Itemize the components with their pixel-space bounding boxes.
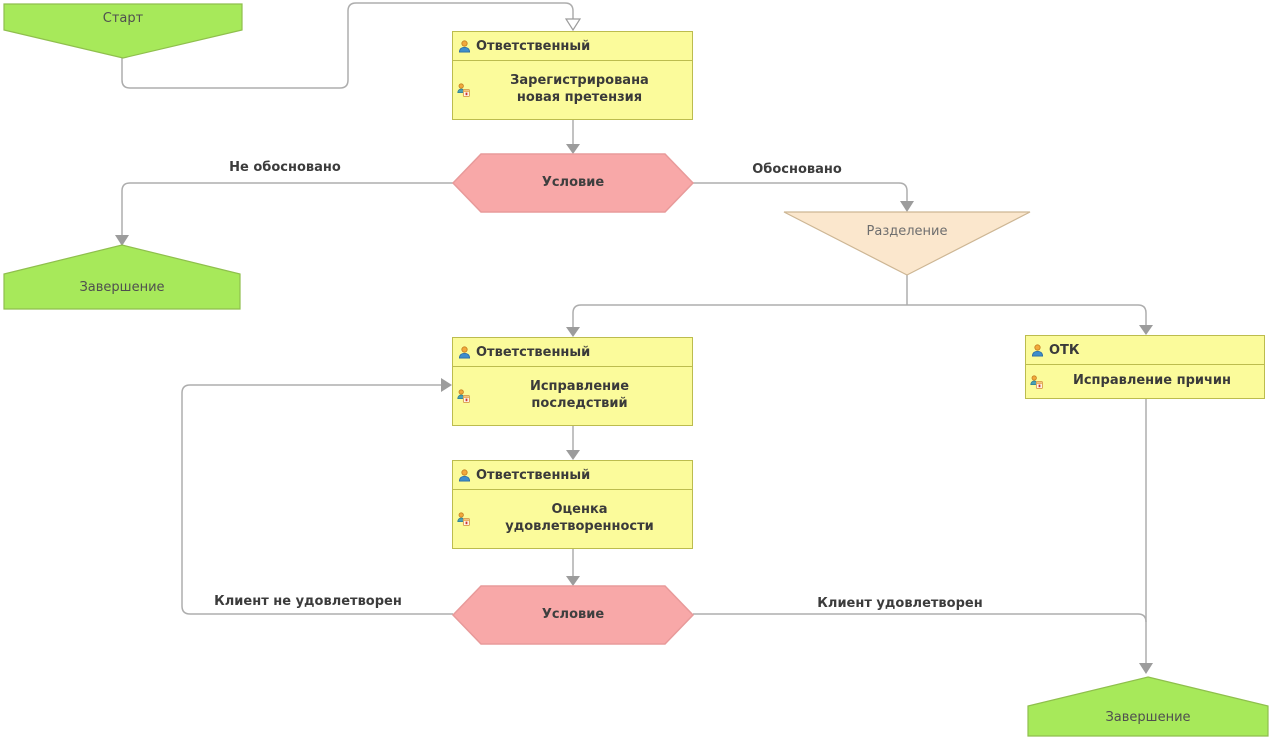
arrowhead [900, 201, 914, 212]
action-body: Оценка удовлетворенности [453, 490, 692, 548]
split-node[interactable] [783, 211, 1031, 276]
action-label: Исправление последствий [529, 379, 630, 411]
finish-node-right[interactable] [1027, 676, 1269, 737]
role-label: Ответственный [476, 344, 591, 360]
action-box-register[interactable]: Ответственный Зарегистрирована новая пре… [452, 31, 693, 120]
connector-condition2-loop-back [181, 384, 453, 615]
task-icon [457, 83, 471, 97]
arrowhead [1139, 325, 1153, 335]
task-icon [457, 389, 471, 403]
action-header: Ответственный [453, 32, 692, 61]
arrowhead [566, 144, 580, 154]
start-label: Старт [102, 11, 144, 26]
finish-right-label: Завершение [1105, 710, 1191, 725]
connector-condition1-to-finish-left [121, 182, 453, 236]
start-node[interactable] [3, 3, 243, 59]
condition-node-1[interactable] [451, 153, 695, 213]
finish-node-left[interactable] [3, 244, 241, 310]
finish-left-label: Завершение [79, 280, 165, 295]
action-header: ОТК [1026, 336, 1264, 365]
action-box-fix-causes[interactable]: ОТК Исправление причин [1025, 335, 1265, 399]
user-icon [1031, 343, 1044, 357]
condition-node-2[interactable] [451, 585, 695, 645]
edge-label-not-justified: Не обосновано [229, 160, 341, 175]
arrowhead [1139, 663, 1153, 674]
edge-label-client-satisfied: Клиент удовлетворен [817, 596, 983, 611]
arrowhead [115, 235, 129, 246]
role-label: ОТК [1049, 342, 1080, 358]
action-body: Исправление последствий [453, 367, 692, 425]
connector-start-to-register [121, 2, 574, 89]
action-label: Зарегистрирована новая претензия [510, 73, 649, 105]
user-icon [458, 468, 471, 482]
action-label: Исправление причин [1072, 373, 1232, 389]
connector-condition1-to-split [693, 182, 908, 202]
user-icon [458, 345, 471, 359]
action-body: Исправление причин [1026, 365, 1264, 398]
action-header: Ответственный [453, 461, 692, 490]
task-icon [457, 512, 471, 526]
role-label: Ответственный [476, 38, 591, 54]
arrowhead [566, 450, 580, 460]
arrowhead [566, 576, 580, 586]
action-body: Зарегистрирована новая претензия [453, 61, 692, 119]
role-label: Ответственный [476, 467, 591, 483]
edge-label-justified: Обосновано [752, 162, 842, 177]
connector-condition2-to-merge [693, 613, 1147, 623]
condition2-label: Условие [541, 607, 605, 622]
user-icon [458, 39, 471, 53]
action-box-fix-consequences[interactable]: Ответственный Исправление последствий [452, 337, 693, 426]
split-label: Разделение [866, 224, 948, 239]
edge-label-client-not-satisfied: Клиент не удовлетворен [214, 594, 402, 609]
arrowhead [441, 378, 452, 392]
arrowhead [566, 327, 580, 337]
connectors [121, 2, 1147, 664]
connector-split-branches [572, 304, 1147, 314]
action-label: Оценка удовлетворенности [505, 502, 654, 534]
arrowheads [115, 18, 1153, 674]
open-arrowhead [564, 18, 582, 32]
action-box-assess-satisfaction[interactable]: Ответственный Оценка удовлетворенности [452, 460, 693, 549]
action-header: Ответственный [453, 338, 692, 367]
condition1-label: Условие [541, 175, 605, 190]
task-icon [1030, 374, 1044, 389]
